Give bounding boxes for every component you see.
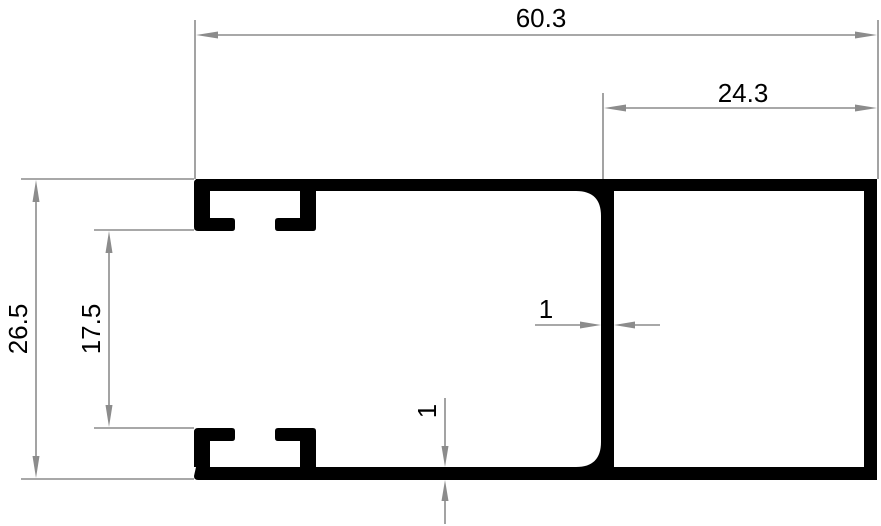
profile-cross-section	[194, 179, 877, 480]
bottom-wall	[194, 467, 877, 480]
dimension-bottom-wall-thickness: 1	[412, 398, 449, 524]
arrow-down-icon	[105, 405, 113, 427]
dim-label-slot-spacing: 17.5	[76, 304, 106, 355]
arrow-up-icon	[441, 480, 449, 501]
dim-label-overall-width: 60.3	[516, 3, 567, 33]
dimension-right-chamber-width: 24.3	[602, 78, 877, 179]
bottom-right-slot-hook	[275, 428, 316, 467]
middle-web	[576, 191, 614, 467]
right-wall	[864, 179, 877, 480]
arrow-left-icon	[614, 321, 635, 329]
arrow-right-icon	[855, 104, 877, 112]
dimension-overall-width: 60.3	[194, 3, 879, 179]
top-left-slot-lip	[194, 179, 235, 231]
arrow-right-icon	[855, 31, 877, 39]
arrow-down-icon	[32, 456, 40, 478]
arrow-down-icon	[441, 446, 449, 467]
dimension-slot-spacing: 17.5	[76, 229, 194, 429]
top-wall	[196, 179, 877, 191]
arrow-left-icon	[196, 31, 218, 39]
arrow-up-icon	[105, 231, 113, 253]
dim-label-web-thickness: 1	[539, 294, 553, 324]
dim-label-bottom-wall-thickness: 1	[412, 404, 442, 418]
dim-label-right-chamber-width: 24.3	[718, 78, 769, 108]
top-right-slot-hook	[275, 191, 316, 231]
bottom-left-slot-lip	[194, 428, 235, 467]
arrow-left-icon	[604, 104, 626, 112]
dimension-overall-height: 26.5	[3, 178, 194, 480]
arrow-right-icon	[580, 321, 601, 329]
dimension-web-thickness: 1	[535, 294, 660, 329]
dim-label-overall-height: 26.5	[3, 304, 33, 355]
arrow-up-icon	[32, 180, 40, 202]
